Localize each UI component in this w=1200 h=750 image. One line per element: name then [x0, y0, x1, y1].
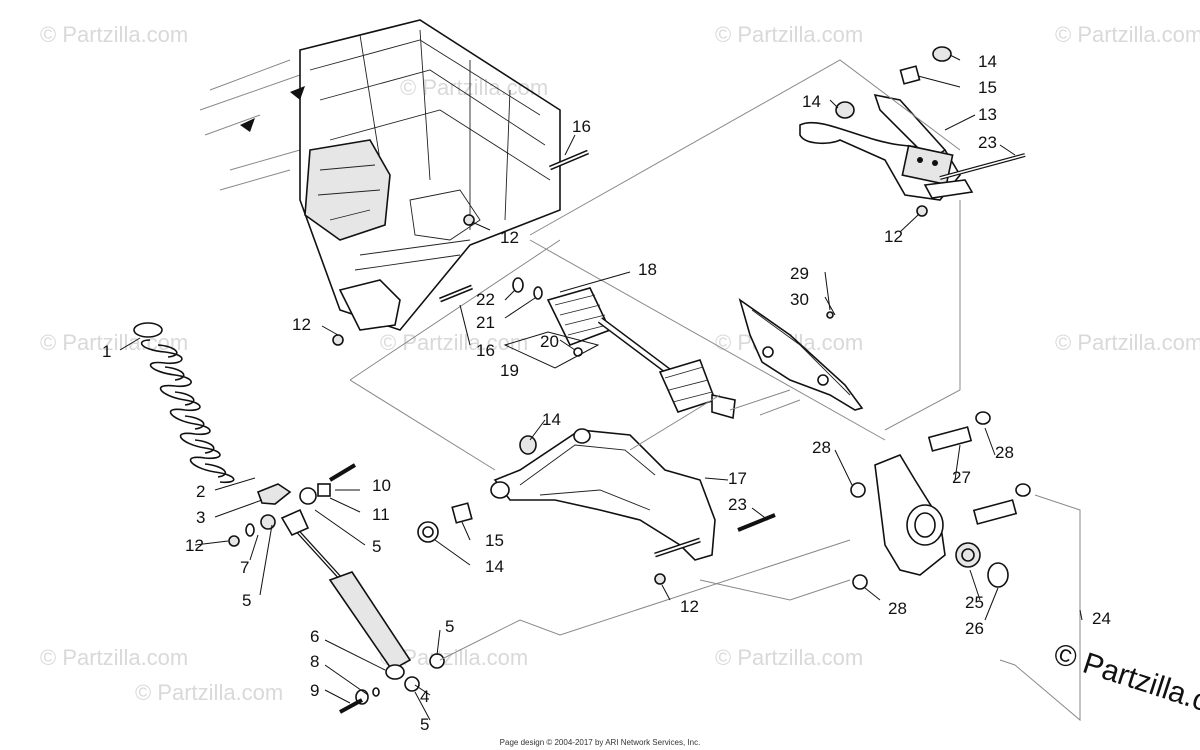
callout-14-upper-left[interactable]: 14 [802, 92, 821, 111]
upper-a-arm [799, 93, 974, 201]
callout-14-upper-right[interactable]: 14 [978, 52, 997, 71]
bolt-23-lower [737, 513, 776, 532]
callout-10[interactable]: 10 [372, 476, 391, 495]
lower-shock-hardware [339, 687, 380, 714]
watermark: © Partzilla.com [1055, 22, 1200, 47]
bushing-14-upper-right [932, 46, 952, 62]
spring-retainer-3 [256, 483, 292, 505]
watermark: © Partzilla.com [715, 22, 863, 47]
callout-14-lower-left[interactable]: 14 [485, 557, 504, 576]
bearing-25 [955, 542, 981, 568]
bolt-16-upper [549, 149, 589, 171]
callout-5-upper[interactable]: 5 [372, 537, 381, 556]
callout-27[interactable]: 27 [952, 468, 971, 487]
callout-11[interactable]: 11 [372, 505, 390, 524]
callout-28-bottom[interactable]: 28 [888, 599, 907, 618]
bolt-23-upper [939, 153, 1026, 180]
callout-28-right[interactable]: 28 [995, 443, 1014, 462]
frame-assembly [199, 19, 561, 331]
bolt-10 [328, 463, 357, 482]
callout-6[interactable]: 6 [310, 627, 319, 646]
callout-16-upper[interactable]: 16 [572, 117, 591, 136]
callout-12-shock[interactable]: 12 [185, 536, 204, 555]
watermark: © Partzilla.com [135, 680, 283, 705]
bushing-14-upper-left [835, 101, 855, 119]
cv-guard [738, 298, 864, 411]
callout-16-lower[interactable]: 16 [476, 341, 495, 360]
bolt-16-lower [439, 284, 473, 303]
callout-29[interactable]: 29 [790, 264, 809, 283]
snap-ring-26 [987, 562, 1009, 588]
watermark: © Partzilla.com [40, 645, 188, 670]
bushing-11 [317, 483, 331, 497]
lower-a-arm [490, 428, 716, 561]
drive-axle [546, 287, 736, 420]
callout-8[interactable]: 8 [310, 652, 319, 671]
bushing-14-lower [519, 435, 537, 455]
watermark: © Partzilla.com [380, 330, 528, 355]
partzilla-watermark-large: © Partzilla.com [1050, 637, 1200, 731]
callout-22[interactable]: 22 [476, 290, 495, 309]
callout-30[interactable]: 30 [790, 290, 809, 309]
washer-7 [245, 523, 255, 537]
watermark-layer: © Partzilla.com © Partzilla.com © Partzi… [40, 22, 1200, 705]
callout-5-bottom[interactable]: 5 [420, 715, 429, 734]
watermark: © Partzilla.com [1055, 330, 1200, 355]
callout-5-lower-right[interactable]: 5 [445, 617, 454, 636]
callout-1[interactable]: 1 [102, 342, 111, 361]
callout-12-lower-arm[interactable]: 12 [680, 597, 699, 616]
watermark: © Partzilla.com [40, 22, 188, 47]
callout-12-upper-arm[interactable]: 12 [884, 227, 903, 246]
callout-4[interactable]: 4 [420, 687, 429, 706]
bushing-15-upper [899, 65, 921, 85]
callout-19[interactable]: 19 [500, 361, 519, 380]
callout-23-lower[interactable]: 23 [728, 495, 747, 514]
bushing-15-lower [451, 502, 473, 524]
watermark: © Partzilla.com [40, 330, 188, 355]
bushings-27-28 [850, 411, 1031, 590]
callout-15-upper[interactable]: 15 [978, 78, 997, 97]
callout-7[interactable]: 7 [240, 558, 249, 577]
bushing-14-lower-left [417, 521, 439, 543]
nut-12-group [228, 205, 928, 585]
callout-5-left[interactable]: 5 [242, 591, 251, 610]
callout-12-frame-left[interactable]: 12 [292, 315, 311, 334]
bracket-19 [503, 331, 600, 369]
page-footer: Page design © 2004-2017 by ARI Network S… [500, 738, 701, 747]
snap-ring-22 [512, 277, 524, 293]
callout-28-left[interactable]: 28 [812, 438, 831, 457]
callout-23-upper[interactable]: 23 [978, 133, 997, 152]
callout-15-lower[interactable]: 15 [485, 531, 504, 550]
callout-26[interactable]: 26 [965, 619, 984, 638]
callout-3[interactable]: 3 [196, 508, 205, 527]
callout-21[interactable]: 21 [476, 313, 495, 332]
callout-25[interactable]: 25 [965, 593, 984, 612]
callout-20[interactable]: 20 [540, 332, 559, 351]
shock-absorber [280, 508, 412, 680]
callout-18[interactable]: 18 [638, 260, 657, 279]
callout-17[interactable]: 17 [728, 469, 747, 488]
callout-13[interactable]: 13 [978, 105, 997, 124]
callout-2[interactable]: 2 [196, 482, 205, 501]
callout-24[interactable]: 24 [1092, 609, 1111, 628]
ring-21 [533, 286, 543, 300]
coil-spring [133, 322, 235, 484]
o-ring-20 [573, 347, 583, 357]
callout-leaders [119, 54, 1083, 721]
callout-9[interactable]: 9 [310, 681, 319, 700]
bushing-5-group [260, 487, 445, 692]
knuckle [874, 454, 946, 576]
callout-12-frame[interactable]: 12 [500, 228, 519, 247]
callout-labels: 1 2 3 4 5 5 5 5 6 7 8 9 10 11 12 12 12 1… [102, 52, 1111, 734]
reference-lines [349, 59, 1081, 722]
watermark: © Partzilla.com [715, 645, 863, 670]
callout-14-lower-arm[interactable]: 14 [542, 410, 561, 429]
